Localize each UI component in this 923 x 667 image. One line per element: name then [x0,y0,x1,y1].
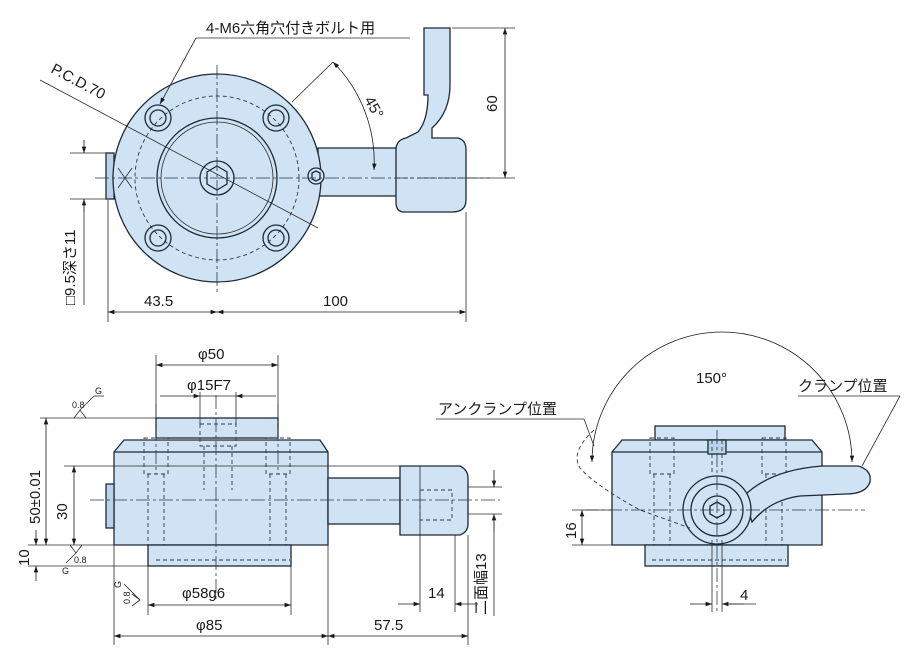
dim-14-label: 14 [428,585,445,602]
front-handle-hub [399,465,469,536]
dia-85-label: φ85 [196,617,222,634]
pcd-label: P.C.D.70 [48,61,108,104]
side-clamp-lever [743,465,871,524]
front-view: φ50 φ15F7 0.8 G 50±0.01 30 10 0.8 G [16,346,502,645]
roughness-top-datum: G [95,386,102,396]
front-bottom-pilot [147,544,292,567]
front-main-body [113,439,329,546]
angle-150-label: 150° [696,370,727,387]
height-10-label: 10 [16,549,33,566]
dim-57-5-label: 57.5 [374,617,403,634]
roughness-base-datum: G [62,566,69,576]
clamp-label: クランプ位置 [798,378,888,395]
height-30-label: 30 [54,503,71,520]
square-depth-label: □9.5深さ11 [62,230,79,305]
top-arm [317,147,409,197]
front-arm [327,477,401,525]
bolt-note: 4-M6六角穴付きボルト用 [206,20,375,37]
dim-16-label: 16 [563,522,580,539]
top-view: P.C.D.70 4-M6六角穴付きボルト用 45° 60 □9.5深さ11 4… [39,20,515,322]
dim-4-label: 4 [740,587,748,604]
roughness-pilot-value: 0.8 [122,591,132,604]
side-view: 150° アンクランプ位置 クランプ位置 16 4 [436,331,901,612]
roughness-base-value: 0.8 [74,555,87,565]
dia-58-label: φ58g6 [182,585,225,602]
side-bottom-pilot [644,544,789,567]
top-bolt-holes [144,104,290,252]
top-handle [395,27,467,213]
unclamp-label: アンクランプ位置 [438,401,557,418]
dia-15-label: φ15F7 [187,377,231,394]
front-top-boss [155,417,279,439]
angle-45-label: 45° [361,94,387,122]
dim-43-5-label: 43.5 [144,293,173,310]
flats-13-label: 二面幅13 [473,553,490,615]
height-50-label: 50±0.01 [27,470,44,524]
dim-100-label: 100 [323,293,348,310]
roughness-top-value: 0.8 [72,400,85,410]
roughness-pilot-datum: G [113,581,123,588]
dia-50-label: φ50 [198,346,224,363]
height-60-label: 60 [484,95,501,112]
